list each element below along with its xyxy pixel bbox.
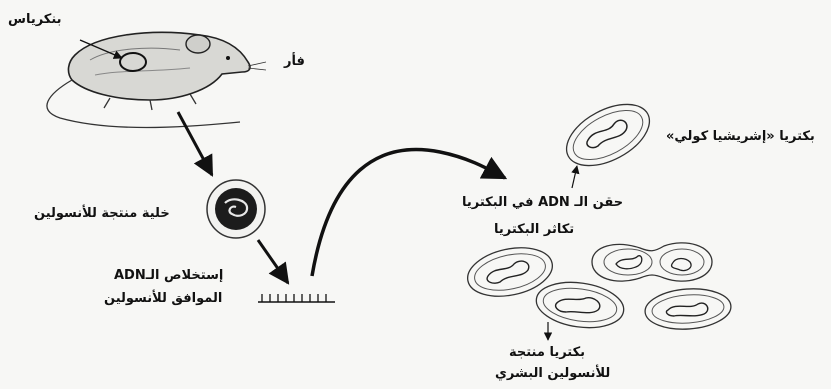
label-producing-line1: بكتريا منتجة (509, 345, 585, 360)
arrow-cell-to-dna (258, 240, 288, 283)
label-bacteria-ecoli: بكتريا «إشريشيا كولي» (666, 129, 815, 144)
insulin-cell-icon (207, 180, 265, 238)
label-multiplication: تكاثر البكتريا (494, 222, 574, 237)
bacterium-left-icon (463, 241, 557, 304)
label-mouse: فأر (284, 54, 305, 69)
label-pancreas: بنكرياس (8, 12, 62, 27)
arrow-dna-to-bacteria (312, 150, 505, 276)
arrow-mouse-to-cell (178, 112, 212, 175)
label-producing-line2: للأنسولين البشري (495, 366, 610, 381)
label-insulin-cell: خلية منتجة للأنسولين (34, 206, 170, 221)
mouse-icon (47, 32, 266, 127)
dna-fragment-icon (258, 294, 335, 302)
injection-pointer (572, 166, 577, 188)
label-injection: حقن الـ ADN في البكتريا (462, 195, 623, 210)
bacterium-dividing-icon (592, 243, 712, 281)
bacterium-top-icon (557, 92, 660, 178)
bacterium-middle-icon (533, 277, 626, 333)
label-extraction-line1: إستخلاص الـADN (114, 268, 223, 283)
label-extraction-line2: الموافق للأنسولين (104, 291, 222, 306)
bacterium-right-icon (644, 286, 733, 332)
